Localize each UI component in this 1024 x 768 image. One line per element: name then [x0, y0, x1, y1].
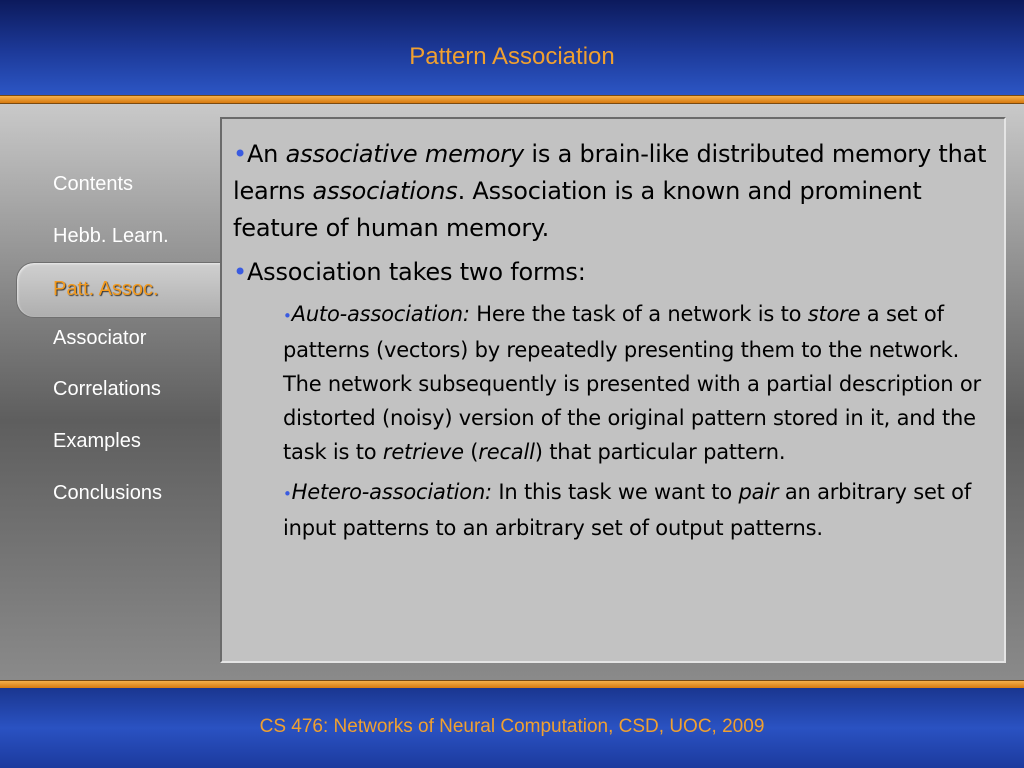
- nav-item-hebb-learn[interactable]: Hebb. Learn.: [53, 225, 169, 247]
- footer-text: CS 476: Networks of Neural Computation, …: [259, 716, 765, 737]
- sub-bullet-hetero-association: •Hetero-association: In this task we wan…: [283, 480, 972, 540]
- content-panel: [220, 117, 1006, 663]
- slide-content: •An associative memory is a brain-like d…: [233, 136, 993, 545]
- bullet-associative-memory: •An associative memory is a brain-like d…: [233, 140, 987, 242]
- sub-bullet-icon: •: [283, 485, 292, 503]
- nav-item-examples[interactable]: Examples: [53, 430, 141, 452]
- slide-footer: CS 476: Networks of Neural Computation, …: [0, 688, 1024, 768]
- sub-bullet-auto-association: •Auto-association: Here the task of a ne…: [283, 302, 981, 464]
- bullet-icon: •: [233, 140, 247, 168]
- nav-item-contents[interactable]: Contents: [53, 173, 134, 195]
- slide-title: Pattern Association: [409, 43, 615, 70]
- bullet-icon: •: [233, 258, 247, 286]
- nav-item-associator[interactable]: Associator: [53, 327, 147, 349]
- bullet-two-forms: •Association takes two forms:: [233, 258, 586, 286]
- sub-bullet-icon: •: [283, 307, 292, 325]
- header-divider: [0, 95, 1024, 104]
- nav-item-correlations[interactable]: Correlations: [53, 378, 161, 400]
- active-nav-tab-highlight: [16, 262, 229, 318]
- slide-header: Pattern Association: [0, 0, 1024, 95]
- nav-item-conclusions[interactable]: Conclusions: [53, 482, 162, 504]
- nav-item-patt-assoc[interactable]: Patt. Assoc.: [53, 278, 159, 300]
